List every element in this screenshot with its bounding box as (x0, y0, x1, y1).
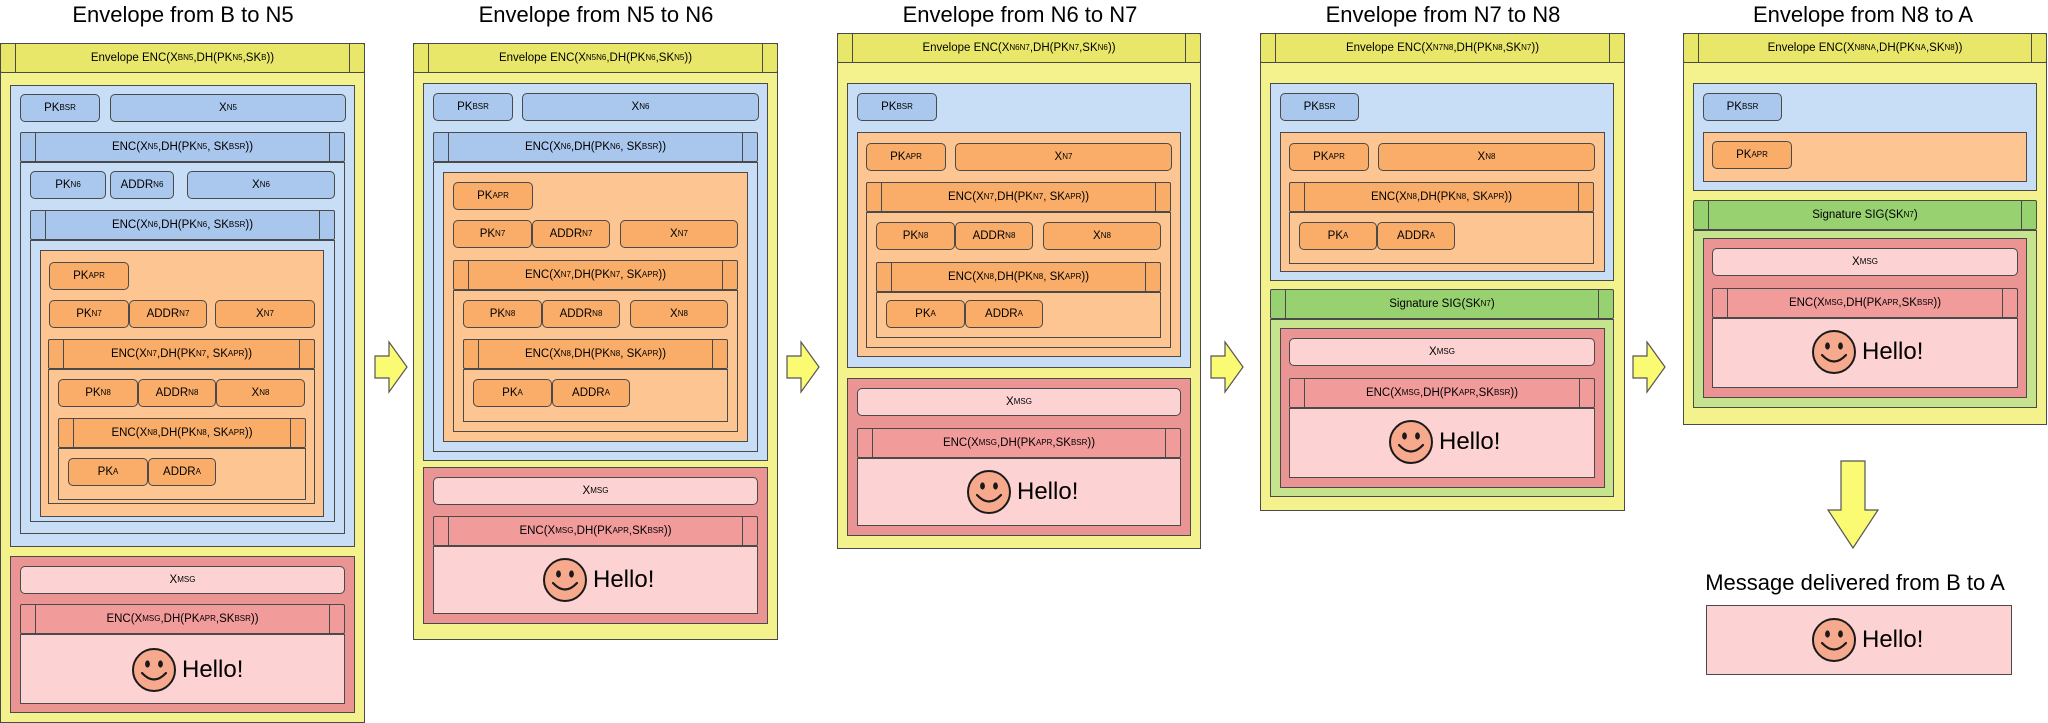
panel-title: Envelope from N7 to N8 (1325, 2, 1561, 27)
delivered-message (1706, 605, 2012, 675)
smiley-face-icon (132, 648, 176, 692)
smiley-face-icon (967, 470, 1011, 514)
right-arrow-icon (1210, 340, 1244, 394)
message-body (857, 458, 1181, 526)
smiley-face-icon (543, 558, 587, 602)
right-arrow-icon (786, 340, 820, 394)
right-arrow-icon (1632, 340, 1666, 394)
panel-title: Envelope from N5 to N6 (478, 2, 714, 27)
panel-title: Envelope from B to N5 (72, 2, 294, 27)
right-arrow-icon (374, 340, 408, 394)
message-body (20, 634, 345, 704)
message-body (1712, 318, 2018, 388)
smiley-face-icon (1812, 330, 1856, 374)
smiley-face-icon (1389, 420, 1433, 464)
panel-title: Envelope from N8 to A (1752, 2, 1974, 27)
panel-title: Envelope from N6 to N7 (902, 2, 1138, 27)
delivered-title: Message delivered from B to A (1705, 570, 2005, 595)
hello-text: Hello! (1862, 338, 1924, 365)
hello-text: Hello! (182, 656, 244, 683)
hello-text: Hello! (1439, 428, 1501, 455)
hello-text: Hello! (593, 566, 655, 593)
message-body (1289, 408, 1595, 478)
smiley-face-icon (1812, 618, 1856, 662)
down-arrow-icon (1826, 460, 1880, 550)
message-body (433, 546, 758, 614)
hello-text: Hello! (1017, 478, 1079, 505)
hello-text: Hello! (1862, 626, 1924, 653)
